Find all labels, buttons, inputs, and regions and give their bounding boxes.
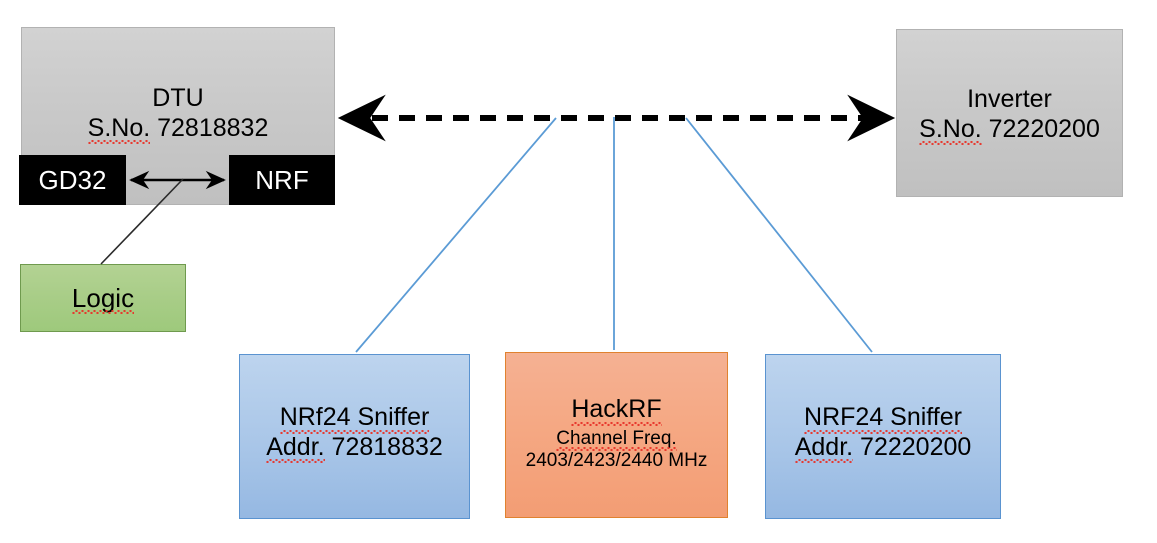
tap-sniffer-right[interactable] bbox=[685, 117, 873, 353]
tap-sniffer-left[interactable] bbox=[355, 117, 557, 353]
logic-label: Logic bbox=[71, 282, 135, 314]
inverter-serial-value: 72220200 bbox=[988, 114, 1100, 143]
logic-analyzer-block[interactable]: Logic bbox=[20, 264, 186, 332]
sniffer-right-address: Addr. 72220200 bbox=[794, 432, 972, 463]
nrf-chip[interactable]: NRF bbox=[229, 155, 335, 205]
hackrf-block[interactable]: HackRF Channel Freq. 2403/2423/2440 MHz bbox=[505, 352, 728, 518]
nrf-chip-label: NRF bbox=[255, 164, 309, 195]
sniffer-right-title: NRF24 Sniffer bbox=[804, 403, 962, 433]
inverter-serial: S.No. 72220200 bbox=[919, 115, 1100, 145]
sniffer-left-address-value: 72818832 bbox=[331, 432, 443, 461]
dtu-serial-value: 72818832 bbox=[157, 113, 269, 142]
sniffer-right-address-value: 72220200 bbox=[860, 432, 972, 461]
sniffer-right-address-prefix: Addr. bbox=[794, 432, 854, 463]
gd32-chip-label: GD32 bbox=[38, 164, 107, 195]
gd32-chip[interactable]: GD32 bbox=[19, 155, 126, 205]
hackrf-title: HackRF bbox=[571, 395, 662, 425]
dtu-title: DTU bbox=[152, 84, 204, 112]
inverter-title: Inverter bbox=[967, 85, 1052, 113]
inverter-block[interactable]: Inverter S.No. 72220200 bbox=[896, 29, 1123, 197]
inverter-serial-prefix: S.No. bbox=[919, 114, 982, 145]
sniffer-left-title: NRf24 Sniffer bbox=[279, 403, 430, 433]
sniffer-right-block[interactable]: NRF24 Sniffer Addr. 72220200 bbox=[765, 354, 1001, 519]
sniffer-left-block[interactable]: NRf24 Sniffer Addr. 72818832 bbox=[239, 354, 470, 519]
hackrf-frequencies: 2403/2423/2440 MHz bbox=[525, 449, 708, 471]
hackrf-subtitle: Channel Freq. bbox=[556, 427, 678, 452]
dtu-serial: S.No. 72818832 bbox=[87, 113, 269, 144]
sniffer-left-address-prefix: Addr. bbox=[266, 432, 325, 463]
dtu-serial-prefix: S.No. bbox=[87, 113, 151, 144]
sniffer-left-address: Addr. 72818832 bbox=[266, 433, 443, 463]
